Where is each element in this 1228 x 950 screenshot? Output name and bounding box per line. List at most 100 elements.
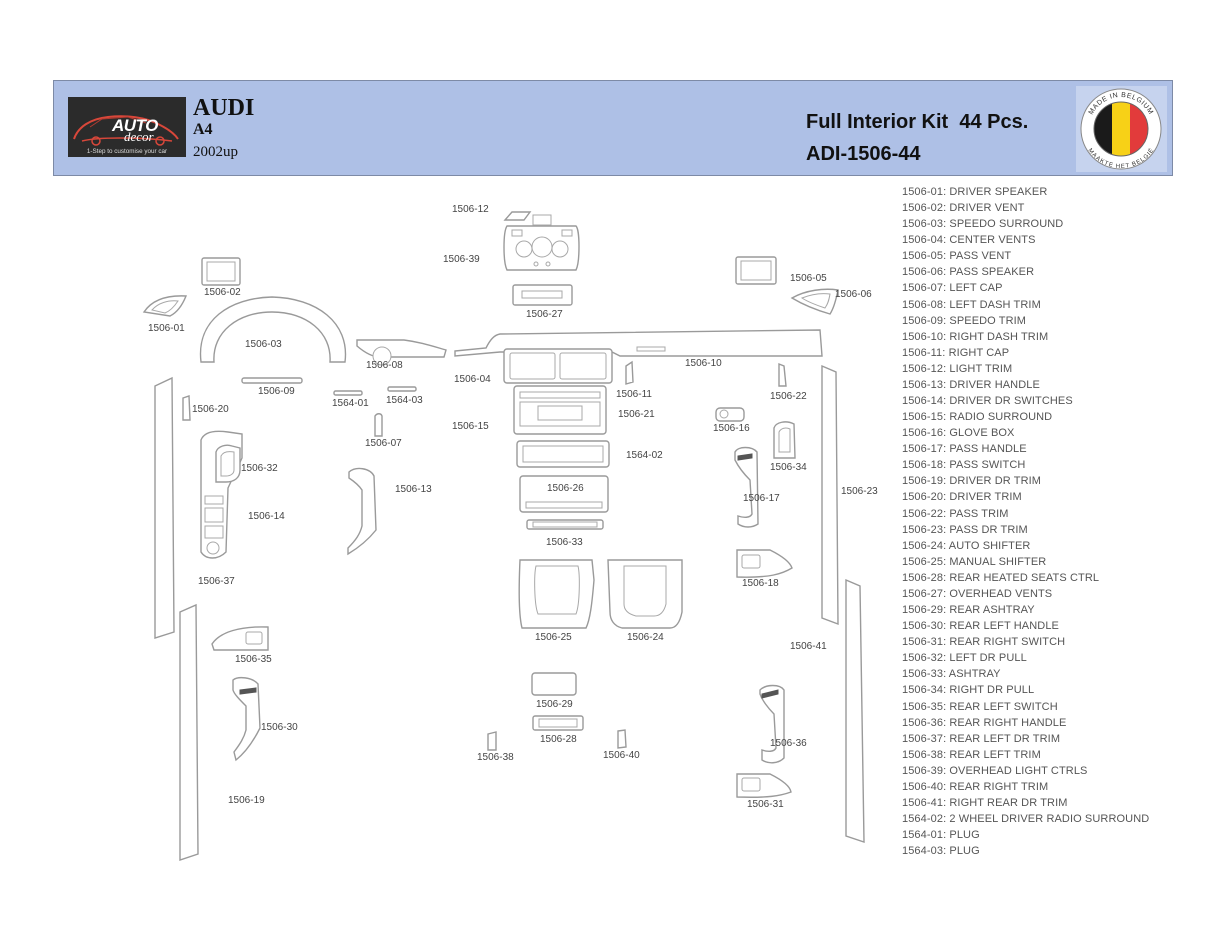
- part-1506-19-shape: [179, 603, 199, 861]
- label-1506-31: 1506-31: [747, 799, 784, 810]
- car-model: A4: [193, 121, 213, 138]
- legend-item: 1506-22: PASS TRIM: [902, 507, 1009, 520]
- kit-code: ADI-1506-44: [806, 143, 921, 165]
- belgian-flag-seal-icon: MADE IN BELGIUM MAAKTE HET BELGIË: [1080, 88, 1162, 170]
- label-1506-19: 1506-19: [228, 795, 265, 806]
- label-1564-03: 1564-03: [386, 395, 423, 406]
- label-1506-12: 1506-12: [452, 204, 489, 215]
- legend-item: 1506-33: ASHTRAY: [902, 668, 1001, 681]
- part-1506-13-shape: [347, 467, 377, 556]
- label-1506-04: 1506-04: [454, 374, 491, 385]
- legend-item: 1506-41: RIGHT REAR DR TRIM: [902, 796, 1068, 809]
- part-1506-38-shape: [487, 731, 497, 751]
- part-1506-23-shape: [821, 364, 839, 626]
- legend-item: 1506-38: REAR LEFT TRIM: [902, 748, 1041, 761]
- car-years: 2002up: [193, 144, 238, 160]
- label-1506-39: 1506-39: [443, 254, 480, 265]
- legend-item: 1506-37: REAR LEFT DR TRIM: [902, 732, 1061, 745]
- label-1506-10: 1506-10: [685, 358, 722, 369]
- legend-item: 1506-07: LEFT CAP: [902, 282, 1003, 295]
- legend-item: 1506-19: DRIVER DR TRIM: [902, 475, 1042, 488]
- label-1506-35: 1506-35: [235, 654, 272, 665]
- kit-title: Full Interior Kit 44 Pcs.: [806, 111, 1029, 133]
- label-1506-33: 1506-33: [546, 537, 583, 548]
- label-1506-11: 1506-11: [616, 389, 652, 400]
- label-1506-17: 1506-17: [743, 493, 780, 504]
- legend-item: 1506-13: DRIVER HANDLE: [902, 378, 1040, 391]
- label-1506-25: 1506-25: [535, 632, 572, 643]
- label-1506-38: 1506-38: [477, 752, 514, 763]
- car-make: AUDI: [193, 95, 255, 121]
- label-1506-03: 1506-03: [245, 339, 282, 350]
- label-1506-09: 1506-09: [258, 386, 295, 397]
- legend-item: 1506-36: REAR RIGHT HANDLE: [902, 716, 1067, 729]
- legend-item: 1506-23: PASS DR TRIM: [902, 523, 1028, 536]
- legend-item: 1506-30: REAR LEFT HANDLE: [902, 620, 1059, 633]
- legend-item: 1506-24: AUTO SHIFTER: [902, 539, 1031, 552]
- label-1506-02: 1506-02: [204, 287, 241, 298]
- logo-tagline: 1-Step to customise your car: [86, 148, 168, 155]
- legend-item: 1506-08: LEFT DASH TRIM: [902, 298, 1041, 311]
- legend-item: 1506-39: OVERHEAD LIGHT CTRLS: [902, 764, 1088, 777]
- label-1506-15: 1506-15: [452, 421, 489, 432]
- part-1506-30-shape: [232, 676, 261, 762]
- legend-item: 1506-04: CENTER VENTS: [902, 234, 1036, 247]
- label-1506-26: 1506-26: [547, 483, 584, 494]
- label-1506-07: 1506-07: [365, 438, 402, 449]
- label-1506-27: 1506-27: [526, 309, 563, 320]
- legend-item: 1506-32: LEFT DR PULL: [902, 652, 1027, 665]
- legend-item: 1506-14: DRIVER DR SWITCHES: [902, 395, 1073, 408]
- label-1506-21: 1506-21: [618, 409, 655, 420]
- part-1506-03-shape: [199, 296, 347, 363]
- legend-item: 1506-03: SPEEDO SURROUND: [902, 218, 1064, 231]
- logo-brand-line1: AUTO: [112, 116, 158, 135]
- legend-item: 1506-01: DRIVER SPEAKER: [902, 186, 1048, 198]
- legend-item: 1564-03: PLUG: [902, 845, 980, 858]
- label-1506-36: 1506-36: [770, 738, 807, 749]
- label-1506-41: 1506-41: [790, 641, 827, 652]
- legend-item: 1506-27: OVERHEAD VENTS: [902, 587, 1053, 600]
- part-1506-22-shape: [778, 362, 787, 387]
- parts-diagram: 1506-01 1506-02 1506-03 1506-09 1506-08 …: [142, 204, 878, 861]
- legend-item: 1506-15: RADIO SURROUND: [902, 411, 1053, 424]
- header-banner: AUTO decor 1-Step to customise your car …: [53, 80, 1173, 176]
- label-1506-28: 1506-28: [540, 734, 577, 745]
- part-1506-11-shape: [625, 360, 634, 385]
- part-1506-09-shape: [241, 377, 303, 384]
- label-1506-30: 1506-30: [261, 722, 298, 733]
- legend-item: 1506-31: REAR RIGHT SWITCH: [902, 636, 1066, 649]
- autodecor-logo: AUTO decor 1-Step to customise your car: [68, 97, 186, 157]
- legend-item: 1506-25: MANUAL SHIFTER: [902, 555, 1047, 568]
- label-1506-01: 1506-01: [148, 323, 185, 334]
- legend-item: 1506-20: DRIVER TRIM: [902, 491, 1022, 504]
- label-1506-40: 1506-40: [603, 750, 640, 761]
- legend-item: 1506-16: GLOVE BOX: [902, 427, 1015, 440]
- legend-item: 1506-18: PASS SWITCH: [902, 459, 1026, 472]
- car-silhouette-icon: [73, 115, 179, 146]
- label-1506-05: 1506-05: [790, 273, 827, 284]
- part-1506-08-shape: [356, 339, 447, 358]
- part-1564-01-shape: [333, 390, 363, 396]
- label-1564-02: 1564-02: [626, 450, 663, 461]
- part-1506-36-shape: [759, 684, 785, 764]
- part-1506-20-shape: [182, 395, 191, 421]
- legend-item: 1564-01: PLUG: [902, 829, 980, 842]
- part-1506-37-shape: [154, 376, 175, 639]
- logo-brand-line2: decor: [124, 129, 154, 144]
- legend-item: 1506-34: RIGHT DR PULL: [902, 684, 1035, 697]
- part-1506-17-shape: [734, 446, 759, 528]
- legend-item: 1506-05: PASS VENT: [902, 250, 1012, 263]
- legend-item: 1506-17: PASS HANDLE: [902, 443, 1027, 456]
- label-1506-37: 1506-37: [198, 576, 235, 587]
- made-in-belgium-seal: MADE IN BELGIUM MAAKTE HET BELGIË: [1076, 86, 1167, 172]
- label-1506-23: 1506-23: [841, 486, 878, 497]
- legend-item: 1506-29: REAR ASHTRAY: [902, 604, 1035, 617]
- part-1564-03-shape: [387, 386, 417, 392]
- legend-item: 1506-06: PASS SPEAKER: [902, 266, 1035, 279]
- legend-item: 1564-02: 2 WHEEL DRIVER RADIO SURROUND: [902, 813, 1150, 826]
- label-1506-29: 1506-29: [536, 699, 573, 710]
- label-1506-20: 1506-20: [192, 404, 229, 415]
- legend-item: 1506-10: RIGHT DASH TRIM: [902, 330, 1049, 343]
- part-1506-40-shape: [617, 729, 627, 749]
